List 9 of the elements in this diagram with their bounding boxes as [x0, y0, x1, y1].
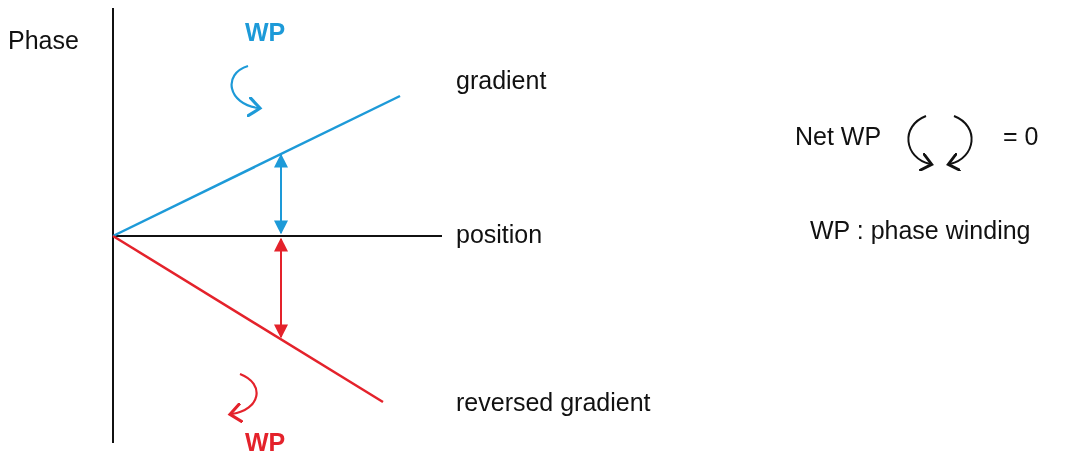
axis-label: position — [456, 222, 543, 247]
line-label: reversed gradient — [456, 390, 651, 415]
winding-label: WP — [245, 20, 286, 45]
winding-label: WP — [245, 430, 286, 455]
equation-text: = 0 — [1003, 124, 1039, 149]
net-winding-label: Net WP — [795, 124, 882, 149]
definition-text: WP : phase winding — [810, 218, 1031, 243]
axis-label: Phase — [8, 28, 79, 53]
line-label: gradient — [456, 68, 547, 93]
